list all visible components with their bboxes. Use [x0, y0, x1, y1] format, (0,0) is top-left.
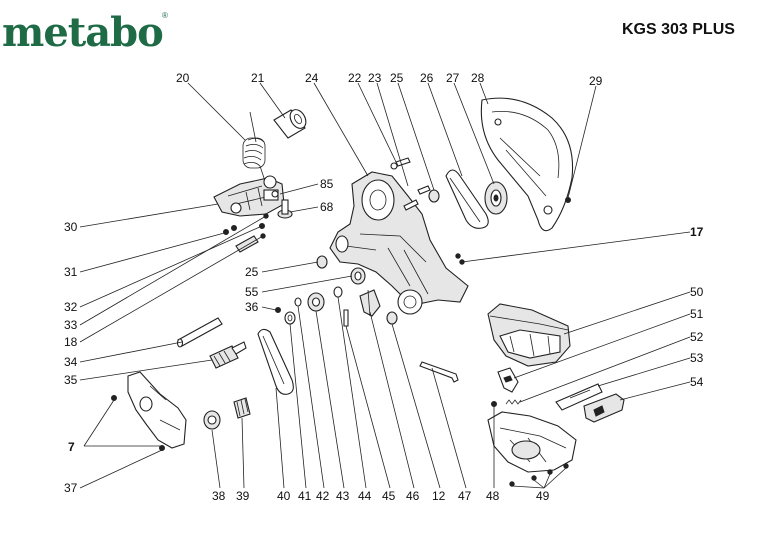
callout-23: 23 — [368, 71, 382, 85]
part-24-arm-housing — [329, 171, 469, 315]
callout-24: 24 — [305, 71, 319, 85]
part-68-bolt — [277, 199, 293, 219]
part-26-belt — [445, 169, 489, 229]
part-52-spring — [505, 399, 522, 405]
callout-41: 41 — [298, 489, 312, 503]
callout-36: 36 — [245, 300, 259, 314]
part-48-screw — [491, 401, 497, 407]
metabo-logo: metabo — [2, 9, 163, 56]
callout-40: 40 — [277, 489, 291, 503]
callout-44: 44 — [358, 489, 372, 503]
part-17-screws — [455, 253, 465, 265]
part-38-bearing — [203, 410, 221, 430]
part-39-gear — [233, 397, 251, 419]
part-47-hex-key — [419, 361, 459, 383]
callout-numbers: 20 21 24 22 23 25 26 27 28 29 85 68 30 3… — [64, 71, 704, 503]
callout-53: 53 — [690, 351, 704, 365]
part-12-bearing — [386, 311, 398, 325]
part-35-gear-shaft — [209, 341, 247, 369]
callout-30: 30 — [64, 220, 78, 234]
callout-49: 49 — [536, 489, 550, 503]
callout-29: 29 — [589, 74, 603, 88]
callout-50: 50 — [690, 285, 704, 299]
part-34-shaft — [176, 317, 223, 348]
callout-33: 33 — [64, 318, 78, 332]
callout-42: 42 — [316, 489, 330, 503]
callout-48: 48 — [486, 489, 500, 503]
callout-31: 31 — [64, 265, 78, 279]
part-45-pin — [343, 309, 349, 327]
part-46-bracket — [359, 289, 381, 317]
part-41-washer — [284, 311, 296, 325]
part-53-switch-strip — [555, 383, 603, 411]
callout-28: 28 — [471, 71, 485, 85]
part-30-housing — [213, 175, 285, 217]
callout-46: 46 — [406, 489, 420, 503]
callout-35: 35 — [64, 373, 78, 387]
callout-17: 17 — [690, 225, 704, 239]
part-21-sleeve — [273, 109, 307, 139]
callout-43: 43 — [336, 489, 350, 503]
callout-85: 85 — [320, 177, 334, 191]
part-29-screw — [565, 197, 571, 203]
part-50-handle — [487, 303, 571, 367]
part-20-spring — [242, 111, 267, 185]
part-36-screw — [275, 307, 281, 313]
part-27-pulley — [484, 181, 508, 215]
part-25-bearing — [316, 189, 440, 269]
part-40-toothed-belt — [257, 328, 294, 395]
callout-54: 54 — [690, 375, 704, 389]
callout-25-top: 25 — [390, 71, 404, 85]
callout-47: 47 — [458, 489, 472, 503]
part-22-23-screws — [390, 157, 431, 211]
leader-lines — [79, 82, 691, 489]
part-55-bearing — [350, 267, 366, 285]
part-51-trigger — [497, 367, 519, 393]
callout-32: 32 — [64, 300, 78, 314]
callout-37: 37 — [64, 481, 78, 495]
callout-18: 18 — [64, 335, 78, 349]
callout-27: 27 — [446, 71, 460, 85]
part-7-guard-plate — [111, 371, 187, 451]
callout-12: 12 — [432, 489, 446, 503]
part-42-ring — [294, 297, 302, 307]
callout-51: 51 — [690, 307, 704, 321]
part-49-handle-base — [487, 411, 577, 487]
model-title: KGS 303 PLUS — [622, 21, 735, 38]
callout-45: 45 — [382, 489, 396, 503]
callout-7: 7 — [68, 440, 75, 454]
callout-22: 22 — [348, 71, 362, 85]
callout-25-mid: 25 — [245, 265, 259, 279]
part-54-switch — [583, 393, 625, 423]
part-28-belt-cover — [480, 97, 574, 232]
callout-55: 55 — [245, 285, 259, 299]
callout-26: 26 — [420, 71, 434, 85]
callout-34: 34 — [64, 355, 78, 369]
callout-20: 20 — [176, 71, 190, 85]
part-44-circlip — [333, 286, 343, 298]
callout-38: 38 — [212, 489, 226, 503]
callout-68: 68 — [320, 200, 334, 214]
callout-52: 52 — [690, 330, 704, 344]
registered-mark: ® — [162, 11, 168, 20]
callout-39: 39 — [236, 489, 250, 503]
callout-21: 21 — [251, 71, 265, 85]
part-43-bearing — [307, 292, 325, 312]
